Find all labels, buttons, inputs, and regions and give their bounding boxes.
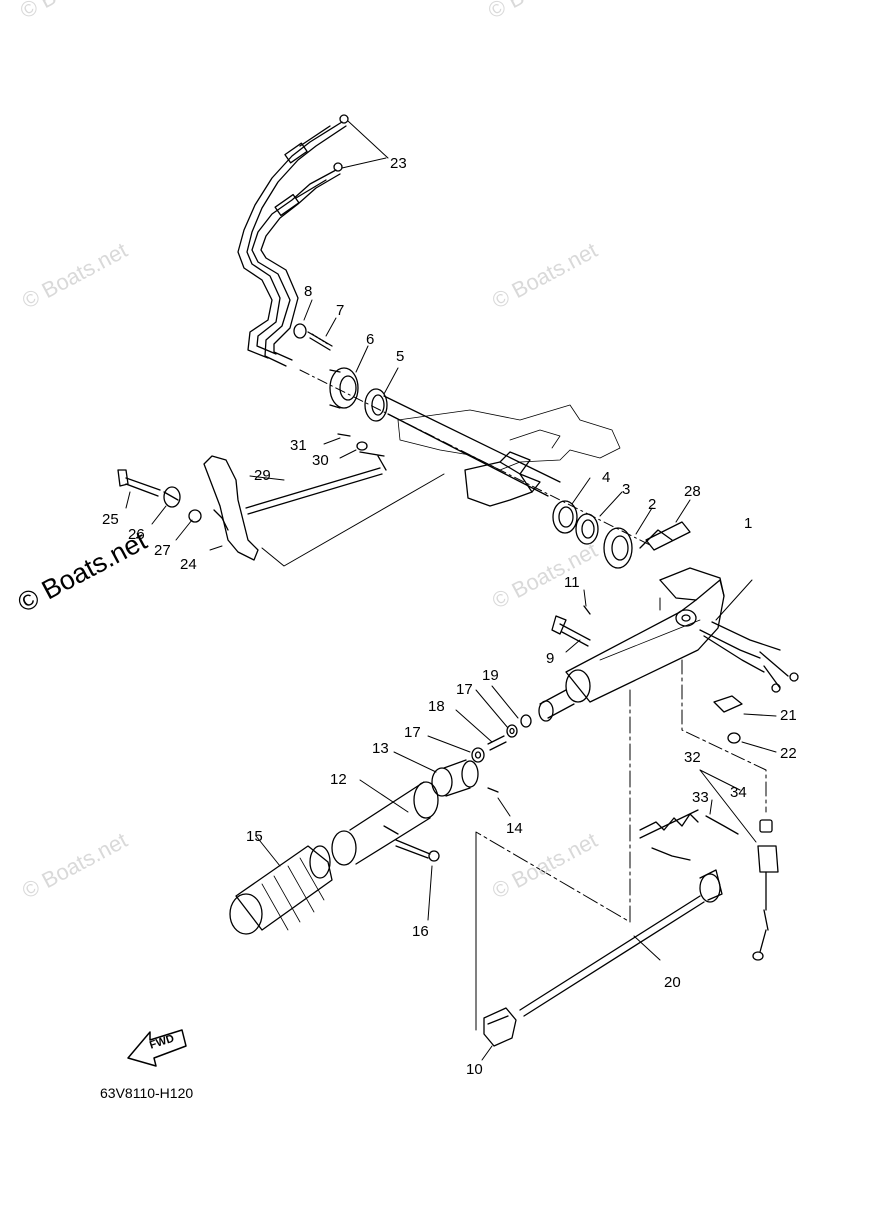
callout-8: 8	[304, 283, 313, 300]
steering-handle-1	[539, 568, 798, 721]
cable-20-and-clamp-10	[476, 690, 722, 1060]
callout-33: 33	[692, 789, 709, 806]
callout-15: 15	[246, 828, 263, 845]
callout-14: 14	[506, 820, 523, 837]
washers-17-18-19	[428, 686, 531, 762]
washers-4-3-2	[553, 478, 690, 568]
callout-18: 18	[428, 698, 445, 715]
callout-12: 12	[330, 771, 347, 788]
callout-26: 26	[128, 526, 145, 543]
callout-22: 22	[780, 745, 797, 762]
callout-16: 16	[412, 923, 429, 940]
callout-21: 21	[780, 707, 797, 724]
callout-2: 2	[648, 496, 657, 513]
callout-32: 32	[684, 749, 701, 766]
callout-9: 9	[546, 650, 555, 667]
callout-25: 25	[102, 511, 119, 528]
callout-3: 3	[622, 481, 631, 498]
callout-6: 6	[366, 331, 375, 348]
callout-7: 7	[336, 302, 345, 319]
flange-6-and-ring-5	[330, 346, 398, 421]
callout-11: 11	[564, 574, 580, 591]
stop-switch-parts	[640, 660, 778, 960]
callout-30: 30	[312, 452, 329, 469]
sleeve-13-grip-12	[332, 752, 510, 920]
callout-31: 31	[290, 437, 307, 454]
callout-23: 23	[390, 155, 407, 172]
callout-29: 29	[254, 467, 271, 484]
callout-1: 1	[744, 515, 753, 532]
callout-20: 20	[664, 974, 681, 991]
callout-4: 4	[602, 469, 611, 486]
callout-24: 24	[180, 556, 197, 573]
throttle-grip-15	[230, 836, 332, 934]
callout-27: 27	[154, 542, 171, 559]
callout-28: 28	[684, 483, 701, 500]
callout-5: 5	[396, 348, 405, 365]
fwd-arrow	[128, 1030, 186, 1066]
screw-9-and-pin-11	[552, 590, 590, 652]
callout-10: 10	[466, 1061, 483, 1078]
callout-19: 19	[482, 667, 499, 684]
throttle-cables	[238, 115, 388, 366]
pivot-shaft	[300, 370, 650, 545]
callout-34: 34	[730, 784, 747, 801]
drawing-code: 63V8110-H120	[100, 1085, 194, 1101]
callout-13: 13	[372, 740, 389, 757]
bolt-and-nut-7-8	[294, 300, 336, 350]
callout-17b: 17	[404, 724, 421, 741]
callout-17a: 17	[456, 681, 473, 698]
lever-assembly-24-31	[118, 434, 444, 566]
